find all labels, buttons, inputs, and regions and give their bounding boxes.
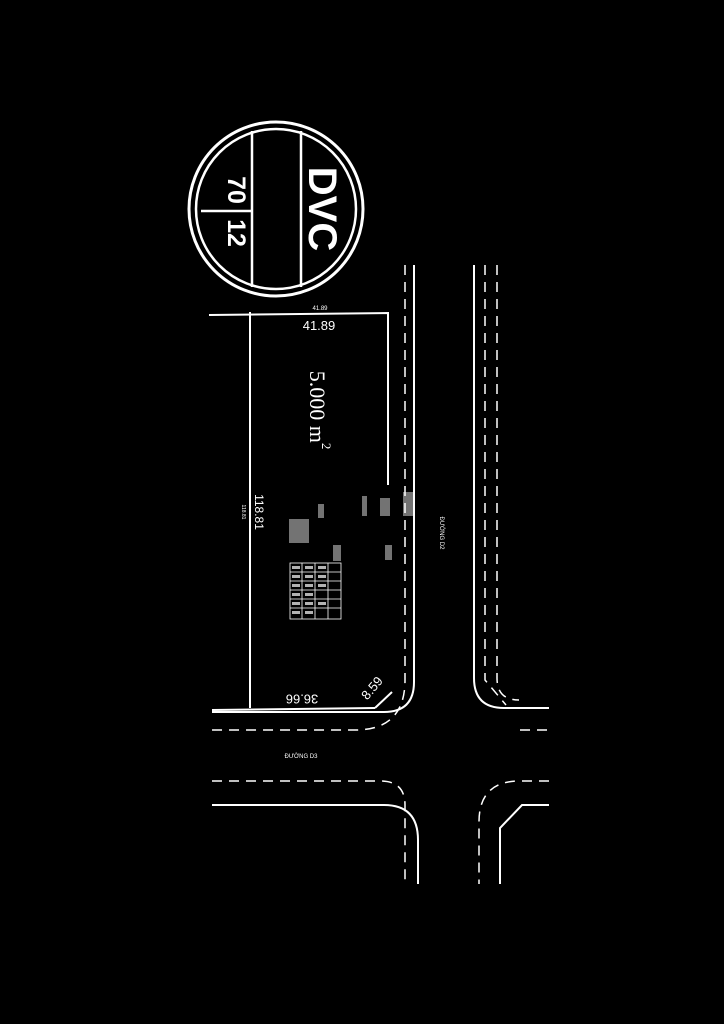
dim-corner: 8.59 [358,673,386,702]
svg-text:5.000 m2: 5.000 m2 [306,371,335,450]
dim-top-small: 41.89 [312,306,328,312]
watermark-mark-1 [318,504,324,518]
lot-bottom-edge [211,707,376,711]
road-d2-lower-right-curb [499,804,549,884]
area-unit-exp: 2 [320,443,335,450]
lot-corner-edge [374,691,393,709]
watermark [289,492,413,561]
road-d2-left-lane [212,265,406,731]
dim-left-small: 118.81 [240,505,246,520]
watermark-mark-4 [403,492,413,516]
lot-area: 5.000 m2 [306,371,335,450]
road-label-horizontal: ĐƯỜNG D3 [285,753,319,760]
badge-code: DVC [300,167,344,251]
lot-badge: DVC 70 12 [187,120,365,298]
road-d2-lower-right-lane [478,780,549,884]
lot-outline [208,311,389,485]
badge-outer-ring [187,120,365,298]
road-labels: ĐƯỜNG D2 ĐƯỜNG D3 [285,517,445,760]
legend-table [289,562,342,620]
badge-inner-ring [194,127,358,291]
badge-number-right: 12 [222,219,250,247]
road-d2-left-curb [212,265,415,713]
road-d2-right-lane [484,265,520,706]
watermark-mark-6 [385,545,392,560]
area-value: 5.000 m [306,371,331,443]
dim-top: 41.89 [303,318,336,333]
watermark-mark-2 [362,496,367,516]
lot-boundary [208,311,393,711]
legend-table-frame [289,562,342,620]
badge-number-left: 70 [222,176,250,204]
road-d2-lower-left-curb [212,804,419,884]
road-d2-right-curb [473,265,549,709]
watermark-mark-5 [333,545,341,561]
road-d2-lower-left-lane [212,780,406,884]
watermark-mark-3 [380,498,390,516]
dim-left: 118.81 [252,494,266,530]
road-d2 [212,265,549,884]
road-label-vertical: ĐƯỜNG D2 [438,517,445,551]
watermark-block [289,519,309,543]
dim-bottom: 36.66 [286,692,319,707]
